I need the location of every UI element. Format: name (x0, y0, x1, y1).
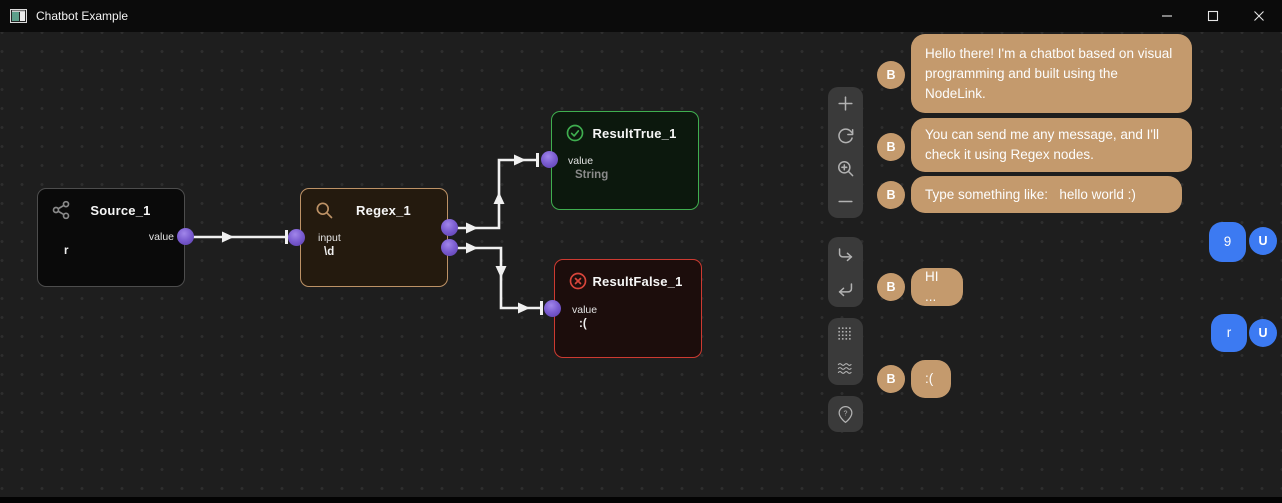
chat-message-user: r (1211, 314, 1247, 352)
toolbar-group-help: ? (828, 396, 863, 432)
node-regex[interactable]: Regex_1 input \d (300, 188, 448, 287)
rotate-cw-icon (838, 128, 854, 143)
node-title: ResultFalse_1 (592, 273, 683, 289)
maximize-icon (1207, 10, 1219, 22)
map-pin-question-icon: ? (838, 405, 853, 423)
window-controls (1144, 0, 1282, 32)
maximize-button[interactable] (1190, 0, 1236, 32)
user-avatar: U (1249, 227, 1277, 255)
input-port-label: value (568, 155, 594, 167)
zoom-fit-button[interactable] (828, 153, 863, 186)
node-result-true[interactable]: ResultTrue_1 value String (551, 111, 699, 210)
wire-layer (186, 153, 543, 315)
input-port-label: value (572, 304, 598, 316)
port-regex-input[interactable] (288, 229, 305, 246)
wire-arrow (518, 302, 530, 314)
port-result-false-input[interactable] (544, 300, 561, 317)
close-button[interactable] (1236, 0, 1282, 32)
wire-arrow (466, 222, 478, 234)
node-header: ResultTrue_1 (552, 112, 698, 143)
toolbar-group-zoom (828, 87, 863, 218)
port-result-true-input[interactable] (541, 151, 558, 168)
corner-down-right-icon (838, 248, 853, 262)
bot-avatar: B (877, 61, 905, 89)
chat-message-bot: You can send me any message, and I'll ch… (911, 118, 1192, 172)
bot-avatar: B (877, 133, 905, 161)
node-title: ResultTrue_1 (592, 125, 677, 141)
window-title: Chatbot Example (36, 9, 129, 23)
chat-message-bot: HI ... (911, 268, 963, 306)
bot-avatar: B (877, 181, 905, 209)
toggle-grid-button[interactable] (828, 318, 863, 352)
wire-regex-to-true (453, 158, 538, 230)
port-regex-output-false[interactable] (441, 239, 458, 256)
minimize-icon (1162, 15, 1172, 17)
chat-message-bot: Type something like: hello world :) (911, 176, 1182, 213)
zoom-in-button[interactable] (828, 87, 863, 120)
svg-text:?: ? (844, 409, 848, 417)
locate-help-button[interactable]: ? (828, 396, 863, 432)
output-port-label: value (148, 231, 174, 243)
minus-icon (838, 200, 853, 203)
zoom-in-icon (838, 161, 854, 177)
toggle-wire-style-button[interactable] (828, 352, 863, 386)
titlebar[interactable]: Chatbot Example (0, 0, 1282, 32)
search-icon (314, 200, 334, 220)
wire-arrow (222, 231, 234, 243)
minimize-button[interactable] (1144, 0, 1190, 32)
wire-arrow (493, 192, 505, 204)
node-header: Source_1 (38, 189, 184, 220)
chat-message-bot: :( (911, 360, 951, 398)
node-header: Regex_1 (301, 189, 447, 220)
grid-dots-icon (838, 327, 851, 340)
wire-endcap (540, 301, 543, 315)
bot-avatar: B (877, 273, 905, 301)
app-icon (10, 9, 27, 23)
return-button[interactable] (828, 272, 863, 307)
user-avatar: U (1249, 319, 1277, 347)
wire-endcap (285, 230, 288, 244)
plus-icon (838, 96, 853, 111)
chat-message-bot: Hello there! I'm a chatbot based on visu… (911, 34, 1192, 113)
corner-down-left-icon (838, 283, 853, 297)
wire-arrow (495, 266, 507, 278)
wire-arrow (466, 242, 478, 254)
node-value-text: r (64, 245, 69, 257)
input-port-label: input (318, 232, 341, 244)
share-network-icon (51, 200, 71, 220)
node-value-text: :( (579, 318, 587, 330)
node-value-text: String (575, 169, 609, 181)
toolbar-group-flow (828, 237, 863, 307)
step-forward-button[interactable] (828, 237, 863, 272)
node-title: Regex_1 (356, 202, 411, 218)
wire-endcap (536, 153, 539, 167)
node-value-text: \d (324, 246, 335, 258)
bot-avatar: B (877, 365, 905, 393)
chat-message-user: 9 (1209, 222, 1246, 262)
check-circle-icon (565, 123, 585, 143)
wire-arrow (514, 154, 526, 166)
x-circle-icon (568, 271, 588, 291)
node-header: ResultFalse_1 (555, 260, 701, 291)
node-editor-canvas[interactable]: Source_1 value r Regex_1 input \d Result… (0, 32, 1282, 497)
node-source[interactable]: Source_1 value r (37, 188, 185, 287)
zoom-out-button[interactable] (828, 185, 863, 218)
node-result-false[interactable]: ResultFalse_1 value :( (554, 259, 702, 358)
node-title: Source_1 (90, 202, 151, 218)
reset-view-button[interactable] (828, 120, 863, 153)
toolbar-group-display (828, 318, 863, 385)
wire-regex-to-false (453, 246, 541, 310)
port-regex-output-true[interactable] (441, 219, 458, 236)
close-icon (1254, 11, 1264, 21)
port-source-output[interactable] (177, 228, 194, 245)
waves-icon (837, 362, 852, 374)
